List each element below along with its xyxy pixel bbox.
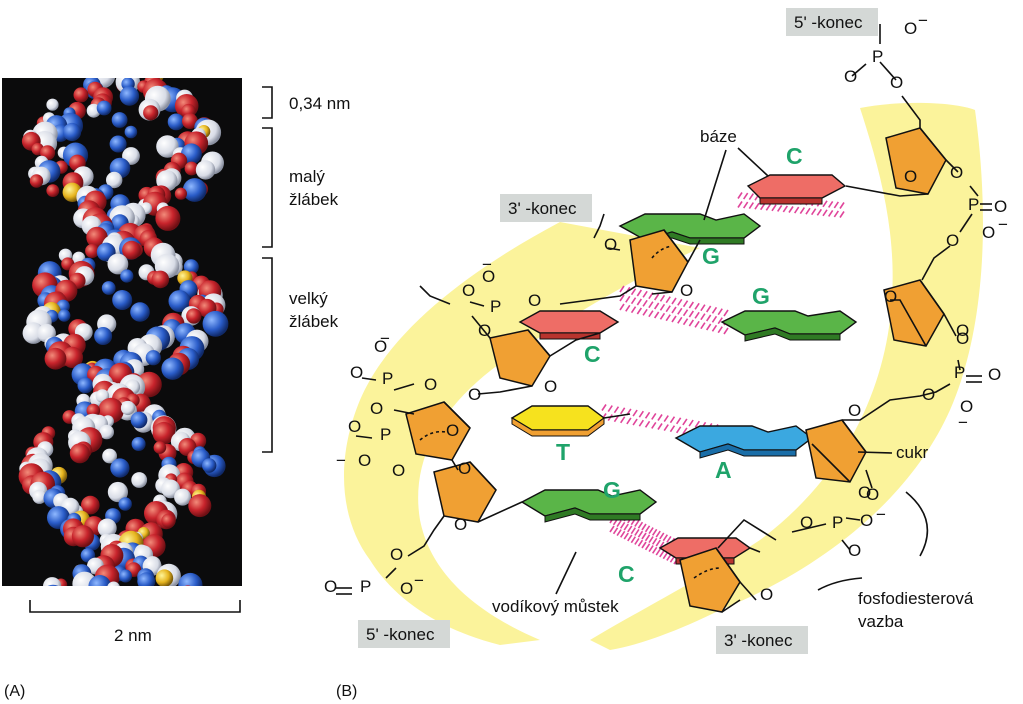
oxygen-atom: O xyxy=(860,511,873,530)
base-g-bottom xyxy=(522,490,656,522)
phosphorus-atom: P xyxy=(954,363,965,382)
svg-text:3' -konec: 3' -konec xyxy=(508,199,577,218)
tag-5-end-top: 5' -konec xyxy=(786,8,878,36)
oxygen-atom: O xyxy=(760,585,773,604)
letter-c-2: C xyxy=(584,341,601,367)
phosphorus-atom: P xyxy=(968,195,979,214)
step-length-label: 0,34 nm xyxy=(289,94,350,113)
base-a xyxy=(676,426,812,458)
oxygen-atom: O xyxy=(956,321,969,340)
oxygen-atom: O xyxy=(446,421,459,440)
oxygen-atom: O xyxy=(454,515,467,534)
oxygen-atom: O xyxy=(462,281,475,300)
oxygen-atom: O xyxy=(800,513,813,532)
svg-text:5' -konec: 5' -konec xyxy=(366,625,435,644)
phosphorus-atom: P xyxy=(382,369,393,388)
hydrogen-bond-leader xyxy=(556,552,576,594)
oxygen-atom: O xyxy=(324,577,337,596)
width-label: 2 nm xyxy=(114,626,152,645)
svg-text:5' -konec: 5' -konec xyxy=(794,13,863,32)
bases-label: báze xyxy=(700,127,737,146)
oxygen-atom: O xyxy=(458,459,471,478)
tag-3-end-bottom: 3' -konec xyxy=(716,626,808,654)
oxygen-atom: O xyxy=(994,197,1007,216)
oxygen-atom: O xyxy=(348,417,361,436)
oxygen-atom: O xyxy=(922,385,935,404)
negative-charge: − xyxy=(998,215,1008,234)
major-groove-label-1: velký xyxy=(289,289,328,308)
base-c-top xyxy=(748,175,845,204)
negative-charge: − xyxy=(482,255,492,274)
oxygen-atom: O xyxy=(904,167,917,186)
oxygen-atom: O xyxy=(370,399,383,418)
oxygen-atom: O xyxy=(392,461,405,480)
oxygen-atom: O xyxy=(866,485,879,504)
oxygen-atom: O xyxy=(358,451,371,470)
oxygen-atom: O xyxy=(528,291,541,310)
negative-charge: − xyxy=(414,571,424,590)
negative-charge: − xyxy=(336,451,346,470)
oxygen-atom: O xyxy=(478,321,491,340)
bracket-major-groove xyxy=(262,258,272,452)
phosphorus-atom: P xyxy=(832,513,843,532)
tag-3-end-left: 3' -konec xyxy=(500,194,592,222)
oxygen-atom: O xyxy=(844,67,857,86)
letter-a: A xyxy=(715,457,732,483)
space-filling-model xyxy=(2,59,242,610)
letter-g-2: G xyxy=(752,283,770,309)
minor-groove-label-1: malý xyxy=(289,167,325,186)
oxygen-atom: O xyxy=(680,281,693,300)
phosphodiester-label-1: fosfodiesterová xyxy=(858,589,974,608)
tag-5-end-bottom: 5' -konec xyxy=(358,620,450,648)
bracket-step xyxy=(262,87,272,118)
width-scale-bar xyxy=(30,600,240,612)
oxygen-atom: O xyxy=(946,231,959,250)
sugar-label: cukr xyxy=(896,443,928,462)
bracket-minor-groove xyxy=(262,128,272,247)
phosphodiester-label-2: vazba xyxy=(858,612,904,631)
panel-b-label: (B) xyxy=(336,683,357,700)
letter-g-3: G xyxy=(603,477,621,503)
letter-c-1: C xyxy=(786,143,803,169)
oxygen-atom: O xyxy=(350,363,363,382)
letter-c-3: C xyxy=(618,561,635,587)
oxygen-atom: O xyxy=(884,287,897,306)
oxygen-atom: O xyxy=(988,365,1001,384)
oxygen-atom: O xyxy=(604,235,617,254)
phosphorus-atom: P xyxy=(360,577,371,596)
minor-groove-label-2: žlábek xyxy=(289,190,339,209)
oxygen-atom: O xyxy=(390,545,403,564)
panel-a-label: (A) xyxy=(4,683,25,700)
svg-text:3' -konec: 3' -konec xyxy=(724,631,793,650)
negative-charge: − xyxy=(958,413,968,432)
hydrogen-bond-label: vodíkový můstek xyxy=(492,597,619,616)
oxygen-atom: O xyxy=(544,377,557,396)
oxygen-atom: O xyxy=(950,163,963,182)
sugar-left-3 xyxy=(406,402,470,460)
negative-charge: − xyxy=(918,11,928,30)
oxygen-atom: O xyxy=(848,541,861,560)
oxygen-atom: O xyxy=(468,385,481,404)
letter-t: T xyxy=(556,439,570,465)
oxygen-atom: O xyxy=(400,579,413,598)
oxygen-atom: O xyxy=(848,401,861,420)
base-g-middle xyxy=(722,311,856,341)
letter-g-1: G xyxy=(702,243,720,269)
major-groove-label-2: žlábek xyxy=(289,312,339,331)
oxygen-atom: O xyxy=(904,19,917,38)
phosphorus-atom: P xyxy=(872,47,883,66)
base-t xyxy=(512,406,604,436)
oxygen-atom: O xyxy=(982,223,995,242)
sugar-leader xyxy=(858,452,892,453)
oxygen-atom: O xyxy=(890,73,903,92)
phosphorus-atom: P xyxy=(380,425,391,444)
negative-charge: − xyxy=(380,329,390,348)
negative-charge: − xyxy=(876,505,886,524)
oxygen-atom: O xyxy=(424,375,437,394)
phosphorus-atom: P xyxy=(490,297,501,316)
